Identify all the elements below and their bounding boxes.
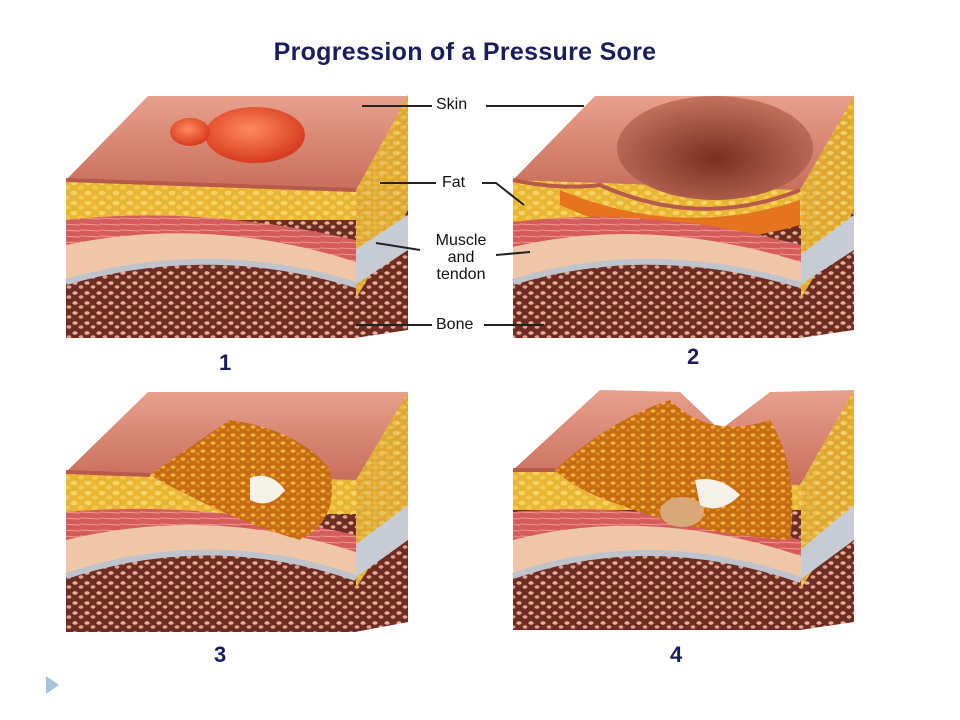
page-title: Progression of a Pressure Sore [273, 38, 657, 66]
muscle-label-line1: Muscle [435, 232, 487, 249]
stage-4-number: 4 [670, 642, 683, 667]
stage-4-block [512, 390, 854, 630]
stage-2-block [512, 95, 854, 338]
label-leader-lines [356, 105, 584, 326]
stage-2-number: 2 [687, 344, 700, 369]
muscle-label-line3: tendon [436, 266, 486, 283]
slide-bullet-icon [46, 676, 59, 694]
stage-1-number: 1 [219, 350, 232, 375]
skin-label: Skin [436, 96, 468, 113]
stage-1-block [65, 95, 408, 338]
stage-3-block [65, 392, 408, 632]
muscle-label-line2: and [447, 249, 475, 266]
muscle-tendon-label: Muscle and tendon [425, 232, 497, 283]
fat-label: Fat [442, 174, 466, 191]
bone-label: Bone [436, 316, 474, 333]
stage-3-number: 3 [214, 642, 227, 667]
